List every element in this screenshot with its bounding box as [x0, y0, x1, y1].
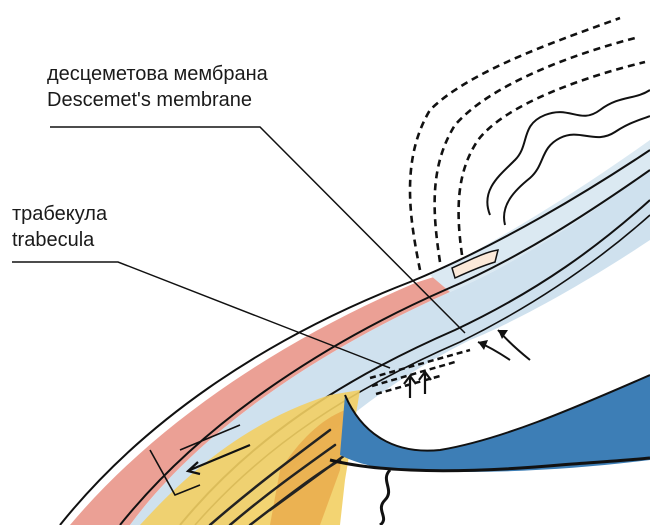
flow-arrow-3 [404, 376, 416, 398]
flow-arrow-4 [419, 372, 431, 394]
zonule-squiggle [380, 470, 390, 525]
label-trabecula-en: trabecula [12, 229, 95, 251]
label-descemet-ru: десцеметова мембрана [47, 63, 269, 85]
iris [340, 375, 650, 472]
label-descemet-en: Descemet's membrane [47, 89, 252, 111]
flow-arrow-2-head [498, 330, 508, 339]
label-trabecula-ru: трабекула [12, 203, 108, 225]
